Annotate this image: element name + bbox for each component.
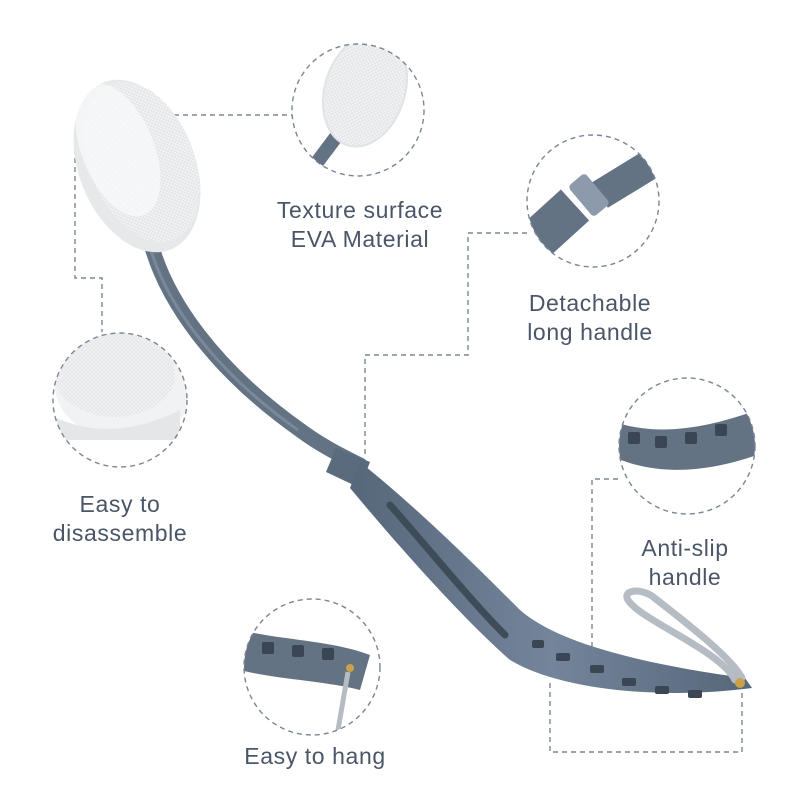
detail-texture: [291, 43, 425, 177]
feature-label-antislip: Anti-slip handle: [600, 534, 770, 592]
feature-label-detachable-line1: Detachable: [528, 290, 652, 316]
feature-label-texture-line2: EVA Material: [290, 226, 430, 252]
leader-disassemble: [74, 140, 103, 332]
feature-label-detachable-line2: long handle: [527, 319, 653, 345]
scrub-pad: [73, 79, 201, 253]
feature-label-hang: Easy to hang: [220, 742, 410, 771]
leader-lines: [74, 114, 743, 753]
feature-label-disassemble-line1: Easy to: [79, 491, 161, 517]
feature-label-disassemble-line2: disassemble: [52, 520, 188, 546]
feature-label-detachable: Detachable long handle: [500, 289, 680, 347]
feature-label-hang-line1: Easy to hang: [244, 743, 386, 769]
detail-detachable: [526, 134, 660, 268]
lower-handle: [350, 462, 752, 693]
lanyard-strap: [623, 587, 746, 684]
leader-hang: [549, 683, 743, 753]
feature-label-antislip-line2: handle: [648, 564, 722, 590]
feature-label-texture-line1: Texture surface: [276, 197, 444, 223]
feature-label-disassemble: Easy to disassemble: [30, 490, 210, 548]
back-scrubber-product: [142, 232, 752, 698]
leader-detach: [364, 232, 527, 455]
detail-disassemble: [52, 332, 188, 468]
feature-label-antislip-line1: Anti-slip: [641, 535, 729, 561]
detail-hang: [243, 598, 381, 736]
leader-antislip: [591, 478, 618, 650]
shaft: [142, 232, 368, 473]
detail-antislip: [618, 377, 756, 515]
feature-label-texture: Texture surface EVA Material: [240, 196, 480, 254]
